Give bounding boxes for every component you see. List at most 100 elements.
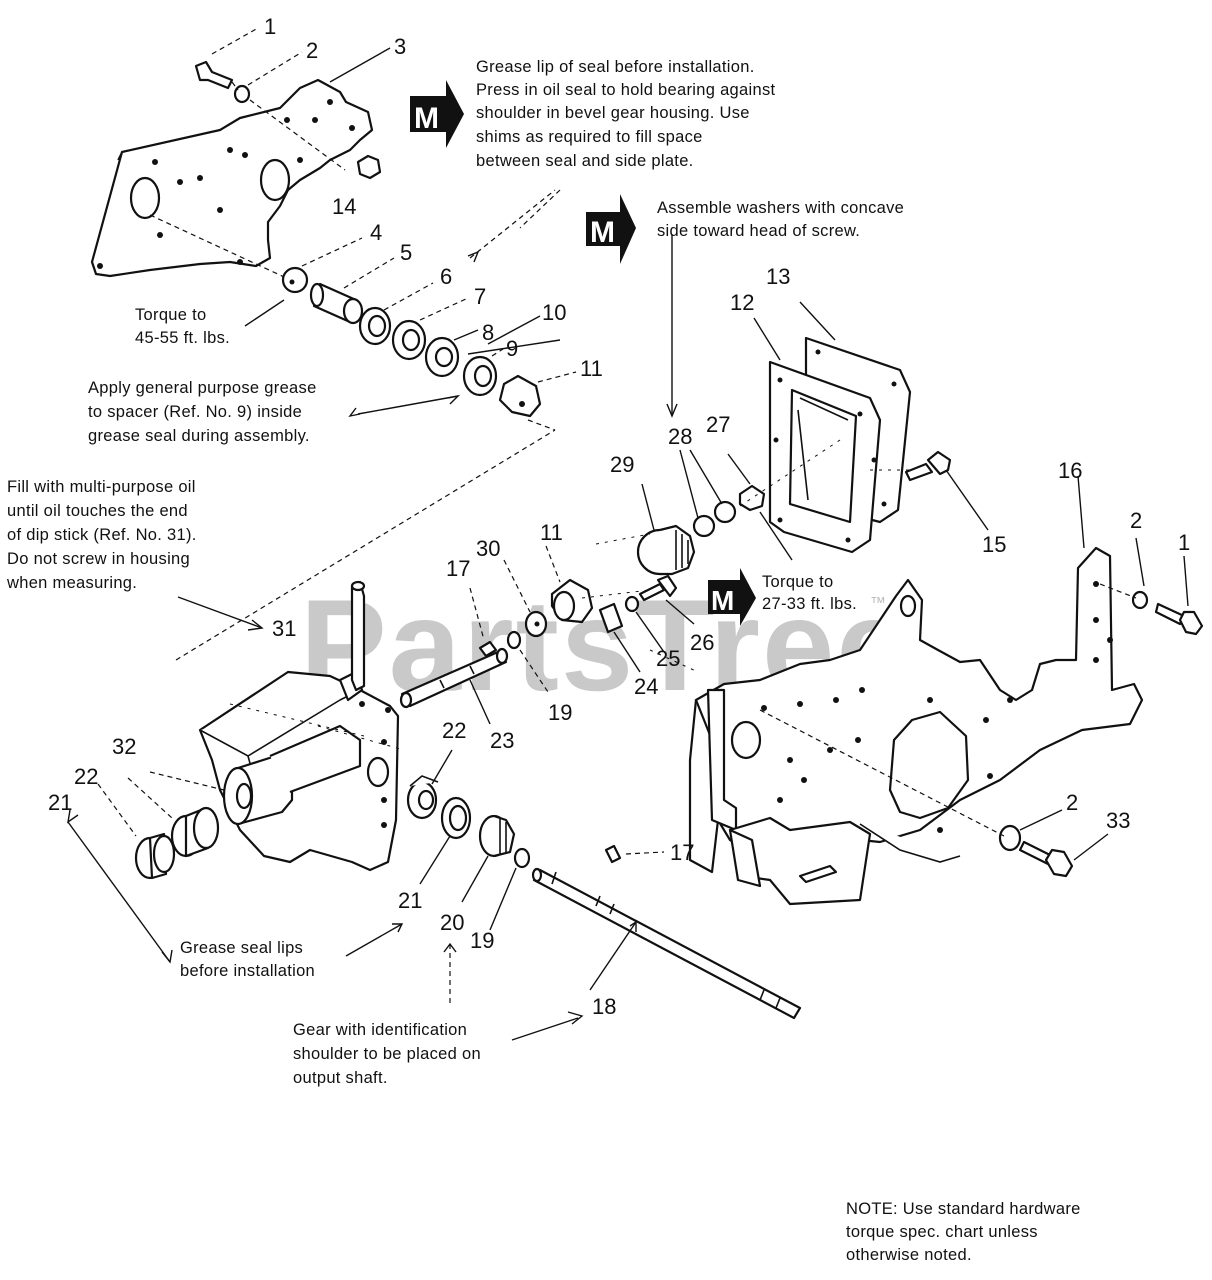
- callout: 33: [1106, 808, 1130, 833]
- callout: 2: [1066, 790, 1078, 815]
- leader-3: [329, 47, 391, 83]
- callout: 29: [610, 452, 634, 477]
- svg-text:M: M: [711, 585, 734, 616]
- callout: 13: [766, 264, 790, 289]
- shim-7: [391, 319, 427, 361]
- note-washers: Assemble washers with concave side towar…: [657, 199, 904, 240]
- callout: 8: [482, 320, 494, 345]
- svg-text:Torque to: Torque to: [762, 573, 834, 591]
- block-24: [598, 602, 624, 634]
- svg-text:output shaft.: output shaft.: [293, 1069, 388, 1087]
- callout: 14: [332, 194, 356, 219]
- svg-text:27-33 ft. lbs.: 27-33 ft. lbs.: [762, 595, 857, 613]
- washer-right: [1131, 590, 1149, 610]
- note-hardware: NOTE: Use standard hardware torque spec.…: [846, 1200, 1081, 1264]
- ring-19-lower: [513, 847, 531, 869]
- bushing-4: [281, 266, 309, 294]
- screw-upper: [194, 60, 234, 90]
- svg-text:Assemble washers with concave: Assemble washers with concave: [657, 199, 904, 217]
- svg-text:to spacer (Ref. No. 9) inside: to spacer (Ref. No. 9) inside: [88, 403, 302, 421]
- note-gear-ident: Gear with identification shoulder to be …: [293, 1021, 481, 1087]
- callout: 9: [506, 336, 518, 361]
- svg-text:torque spec. chart unless: torque spec. chart unless: [846, 1223, 1038, 1241]
- callout: 12: [730, 290, 754, 315]
- callout: 2: [306, 38, 318, 63]
- note-grease-lip: Grease lip of seal before installation. …: [476, 58, 776, 170]
- bevel-gear-29: [636, 524, 696, 576]
- key-17-upper: [478, 640, 498, 658]
- callout: 25: [656, 646, 680, 671]
- washer-upper: [233, 84, 251, 104]
- svg-text:of dip stick (Ref. No. 31).: of dip stick (Ref. No. 31).: [7, 526, 197, 544]
- screw-26: [638, 574, 678, 602]
- callout: 21: [398, 888, 422, 913]
- svg-text:Gear with identification: Gear with identification: [293, 1021, 467, 1039]
- callout: 6: [440, 264, 452, 289]
- screw-27: [738, 484, 766, 512]
- gear-11-lower: [550, 578, 594, 624]
- gasket-12: [768, 360, 882, 554]
- leader-1a: [211, 27, 259, 55]
- screw-right: [1154, 602, 1204, 636]
- svg-text:shoulder in bevel gear housing: shoulder in bevel gear housing. Use: [476, 104, 750, 122]
- callout: 4: [370, 220, 382, 245]
- svg-text:Fill with multi-purpose oil: Fill with multi-purpose oil: [7, 478, 196, 496]
- callout: 16: [1058, 458, 1082, 483]
- svg-text:Apply general purpose grease: Apply general purpose grease: [88, 379, 317, 397]
- svg-text:shims as required to fill spac: shims as required to fill space: [476, 128, 703, 146]
- nut-14: [356, 154, 382, 180]
- washer-lower-right: [998, 824, 1022, 852]
- leader-2a: [247, 51, 303, 86]
- bearing-22-left: [170, 806, 220, 858]
- callout: 19: [548, 700, 572, 725]
- callout: 26: [690, 630, 714, 655]
- callout: 11: [540, 520, 563, 545]
- svg-text:when measuring.: when measuring.: [6, 574, 137, 592]
- svg-text:M: M: [414, 102, 439, 135]
- callout: 5: [400, 240, 412, 265]
- callout: 22: [442, 718, 466, 743]
- svg-text:before installation: before installation: [180, 962, 315, 980]
- svg-text:Grease lip of seal before inst: Grease lip of seal before installation.: [476, 58, 755, 76]
- callout: 31: [272, 616, 296, 641]
- spacer-5: [309, 282, 364, 325]
- svg-text:Grease seal lips: Grease seal lips: [180, 939, 303, 957]
- svg-text:NOTE: Use standard hardware: NOTE: Use standard hardware: [846, 1200, 1081, 1218]
- gear-20: [478, 814, 516, 858]
- callout: 17: [670, 840, 694, 865]
- svg-text:until oil touches the end: until oil touches the end: [7, 502, 188, 520]
- callout: 32: [112, 734, 136, 759]
- washer-6: [358, 306, 392, 346]
- note-apply-grease: Apply general purpose grease to spacer (…: [88, 379, 317, 445]
- callout: 18: [592, 994, 616, 1019]
- callout: 20: [440, 910, 464, 935]
- seal-21-lower: [440, 796, 472, 840]
- shaft-23: [399, 647, 509, 709]
- callout: 21: [48, 790, 72, 815]
- m-badge-upper: M: [410, 80, 464, 148]
- callout: 30: [476, 536, 500, 561]
- note-torque-45: Torque to 45-55 ft. lbs.: [135, 306, 230, 347]
- seal-21-left: [134, 832, 176, 880]
- bearing-22-lower: [406, 775, 439, 820]
- svg-text:Press in oil seal to hold bear: Press in oil seal to hold bearing agains…: [476, 81, 776, 99]
- svg-text:Do not screw in housing: Do not screw in housing: [7, 550, 190, 568]
- callout: 22: [74, 764, 98, 789]
- dip-stick-31: [350, 580, 366, 692]
- svg-text:between seal and side plate.: between seal and side plate.: [476, 152, 694, 170]
- callout: 10: [542, 300, 566, 325]
- svg-text:Torque to: Torque to: [135, 306, 207, 324]
- washer-28b: [713, 500, 737, 524]
- gear-housing: [198, 670, 400, 872]
- side-plate-upper: [90, 78, 374, 278]
- m-badge-washers: M: [586, 194, 636, 264]
- callout: 11: [580, 356, 603, 381]
- gear-11-upper: [498, 374, 542, 418]
- callout: 23: [490, 728, 514, 753]
- output-shaft-18: [531, 867, 802, 1020]
- callout-numbers: 1 2 3 14 4 5 6 7 8 9 10 11 13 12 28 27 2…: [48, 14, 1190, 1019]
- callout: 17: [446, 556, 470, 581]
- svg-text:shoulder to be placed on: shoulder to be placed on: [293, 1045, 481, 1063]
- callout: 2: [1130, 508, 1142, 533]
